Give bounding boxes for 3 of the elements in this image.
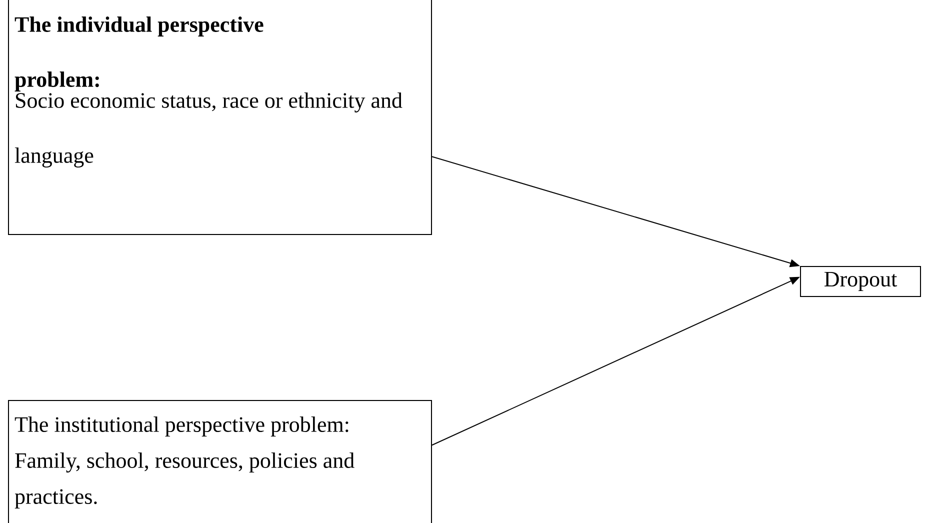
text-box: The individual perspective problem: Socio economic status, race or ethnicity and language xyxy=(8,0,432,235)
text-box: The institutional perspective problem: Family, school, resources, policies and practices. xyxy=(8,400,432,523)
label-box: Dropout xyxy=(800,266,921,297)
